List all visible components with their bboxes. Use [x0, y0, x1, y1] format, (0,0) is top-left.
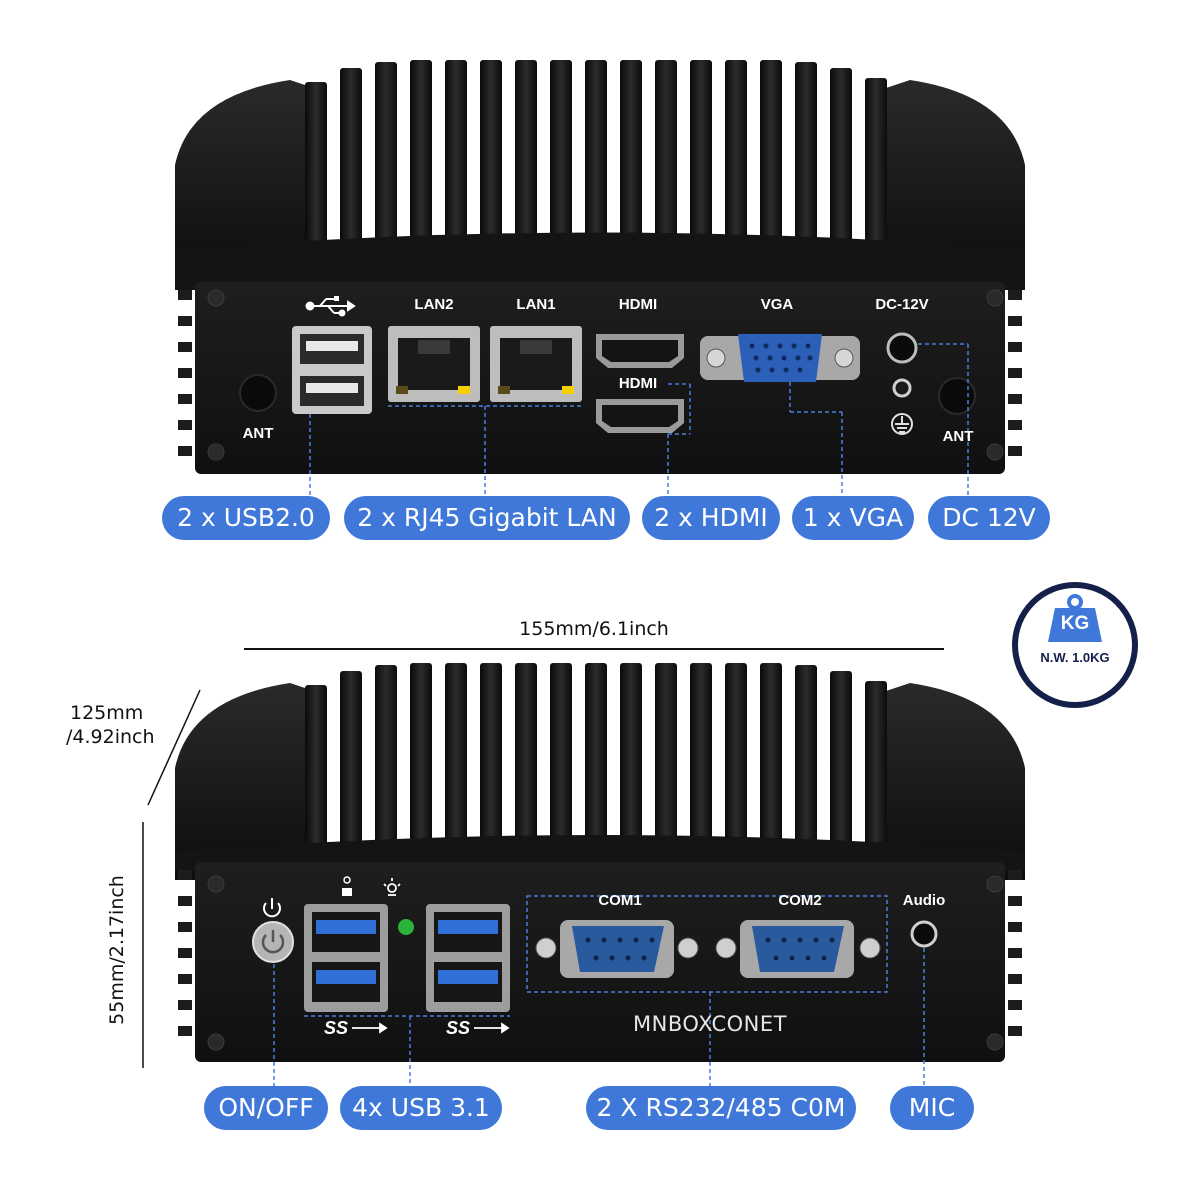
weight-text: N.W. 1.0KG: [1040, 650, 1110, 665]
svg-text:SS: SS: [324, 1018, 348, 1038]
callout-hdmi: 2 x HDMI: [642, 496, 780, 540]
callout-dc: DC 12V: [928, 496, 1050, 540]
power-button: [252, 921, 294, 963]
usb3-ports-right: [426, 904, 510, 1012]
bottom-device: SS SS: [0, 600, 1200, 1160]
bottom-device-body: SS SS: [175, 663, 1025, 1088]
lan2-label: LAN2: [414, 296, 454, 313]
brand-label: MNBOXCONET: [633, 1012, 787, 1036]
com2-port: [715, 920, 881, 978]
antenna-right: [938, 377, 976, 415]
depth-dimension-line2: /4.92inch: [66, 726, 155, 748]
vga-port: [700, 334, 860, 382]
hdmi-ports: [596, 334, 684, 433]
dc-label: DC-12V: [875, 296, 929, 313]
ant-label-left: ANT: [242, 425, 274, 442]
hdmi-label-bottom: HDMI: [618, 375, 658, 392]
callout-power: ON/OFF: [204, 1086, 328, 1130]
callout-usb2: 2 x USB2.0: [162, 496, 330, 540]
superspeed-usb-icon: SS SS: [324, 1018, 470, 1038]
ground-icon: [891, 413, 913, 435]
power-icon: [263, 898, 281, 918]
lan1-label: LAN1: [516, 296, 556, 313]
callout-com: 2 X RS232/485 C0M: [586, 1086, 856, 1130]
lan2-port: [388, 326, 480, 402]
width-dimension: 155mm/6.1inch: [519, 618, 669, 640]
usb2-ports: [292, 326, 372, 414]
top-device: LAN2 LAN1 HDMI HDMI VGA DC-12V ANT ANT 2…: [0, 0, 1200, 560]
power-led-icon: [383, 878, 401, 896]
hdmi-label-top: HDMI: [618, 296, 658, 313]
audio-label: Audio: [902, 892, 946, 909]
dc-jack: [886, 332, 918, 364]
ant-label-right: ANT: [942, 428, 974, 445]
audio-jack: [910, 920, 938, 948]
usb-icon: [305, 296, 356, 317]
hdd-led-icon: [342, 876, 352, 896]
callout-usb3: 4x USB 3.1: [340, 1086, 502, 1130]
callout-mic: MIC: [890, 1086, 974, 1130]
com1-label: COM1: [598, 892, 642, 909]
vga-label: VGA: [760, 296, 794, 313]
reset-hole: [892, 378, 912, 398]
depth-dimension-line1: 125mm: [70, 702, 144, 724]
com1-port: [535, 920, 699, 978]
width-dimension-line: [244, 648, 944, 650]
top-device-body: [175, 60, 1025, 497]
weight-badge: KG N.W. 1.0KG: [1010, 580, 1140, 710]
usb3-ports-left: [304, 904, 388, 1012]
lan1-port: [490, 326, 582, 402]
callout-lan: 2 x RJ45 Gigabit LAN: [344, 496, 630, 540]
weight-unit: KG: [1060, 613, 1090, 634]
antenna-left: [239, 374, 277, 412]
status-led: [398, 919, 414, 935]
weight-icon: [1048, 594, 1102, 642]
svg-text:SS: SS: [446, 1018, 470, 1038]
com2-label: COM2: [778, 892, 822, 909]
callout-vga: 1 x VGA: [792, 496, 914, 540]
